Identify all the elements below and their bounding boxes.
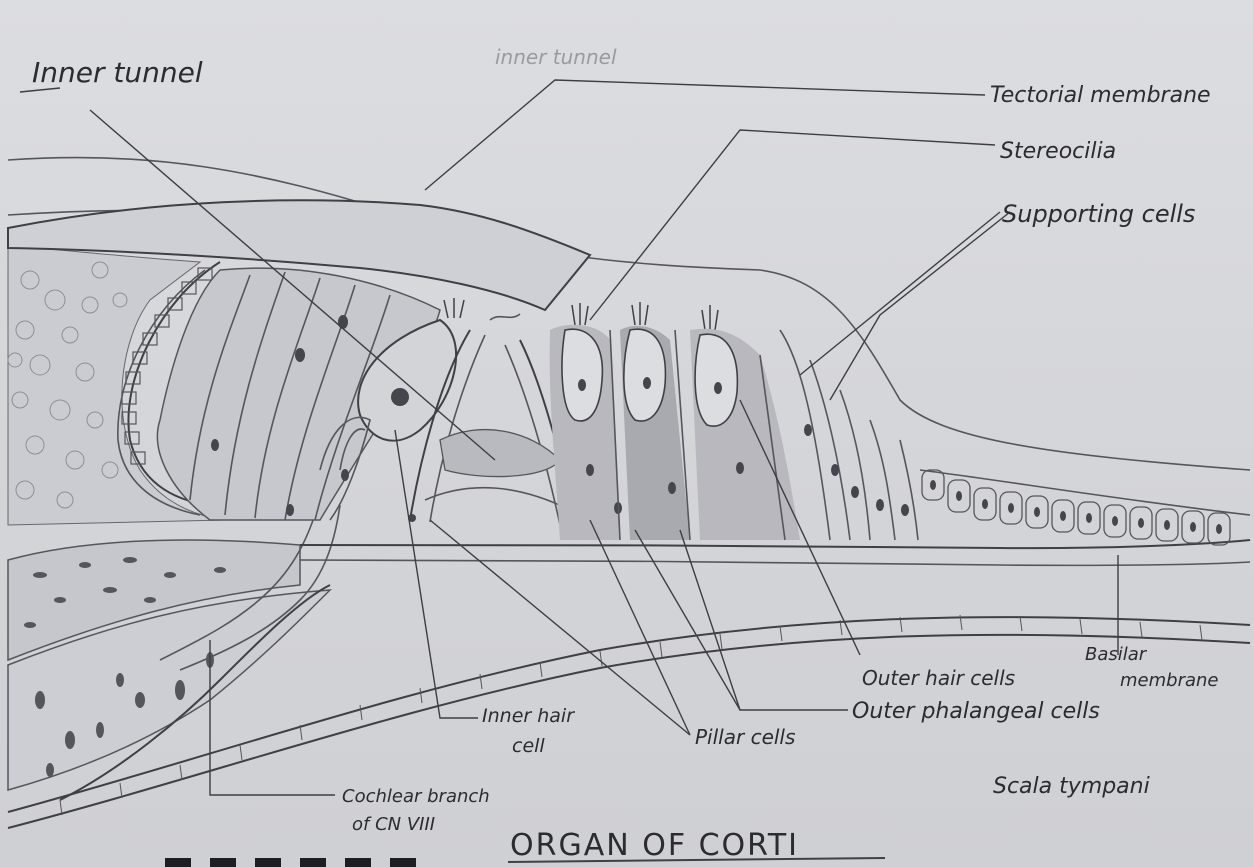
label-supporting-cells: Supporting cells (1002, 200, 1195, 228)
leader-stereocilia (590, 130, 995, 320)
diagram-title: ORGAN OF CORTI (510, 828, 799, 863)
faint-label: inner tunnel (495, 45, 617, 69)
label-scala-tympani: Scala tympani (993, 774, 1150, 799)
label-stereocilia: Stereocilia (1000, 139, 1116, 164)
label-cochlear-branch-2: of CN VIII (352, 814, 435, 835)
leader-pillar-cells-a (430, 520, 690, 735)
leader-outer-phalangeal-a (680, 530, 848, 710)
label-inner-hair-cell-2: cell (512, 735, 545, 757)
leader-supporting-cells-a (800, 212, 1000, 375)
label-outer-phalangeal-cells: Outer phalangeal cells (852, 699, 1100, 724)
leader-outer-phalangeal-b (635, 530, 740, 710)
label-inner-tunnel: Inner tunnel (32, 56, 203, 89)
label-inner-hair-cell-1: Inner hair (482, 705, 575, 727)
edge-marks (165, 858, 416, 867)
stereocilia-tufts (444, 298, 718, 330)
leader-supporting-cells-b (830, 212, 1010, 400)
label-tectorial-membrane: Tectorial membrane (990, 83, 1211, 108)
label-basilar-1: Basilar (1085, 644, 1148, 665)
label-basilar-2: membrane (1120, 670, 1218, 691)
label-pillar-cells: Pillar cells (695, 725, 795, 749)
label-outer-hair-cells: Outer hair cells (862, 666, 1015, 690)
label-cochlear-branch-1: Cochlear branch (342, 786, 490, 807)
outer-hair-cells-shape (550, 325, 800, 540)
leader-pillar-cells-b (590, 520, 690, 735)
supporting-cells-shape (780, 330, 1250, 545)
